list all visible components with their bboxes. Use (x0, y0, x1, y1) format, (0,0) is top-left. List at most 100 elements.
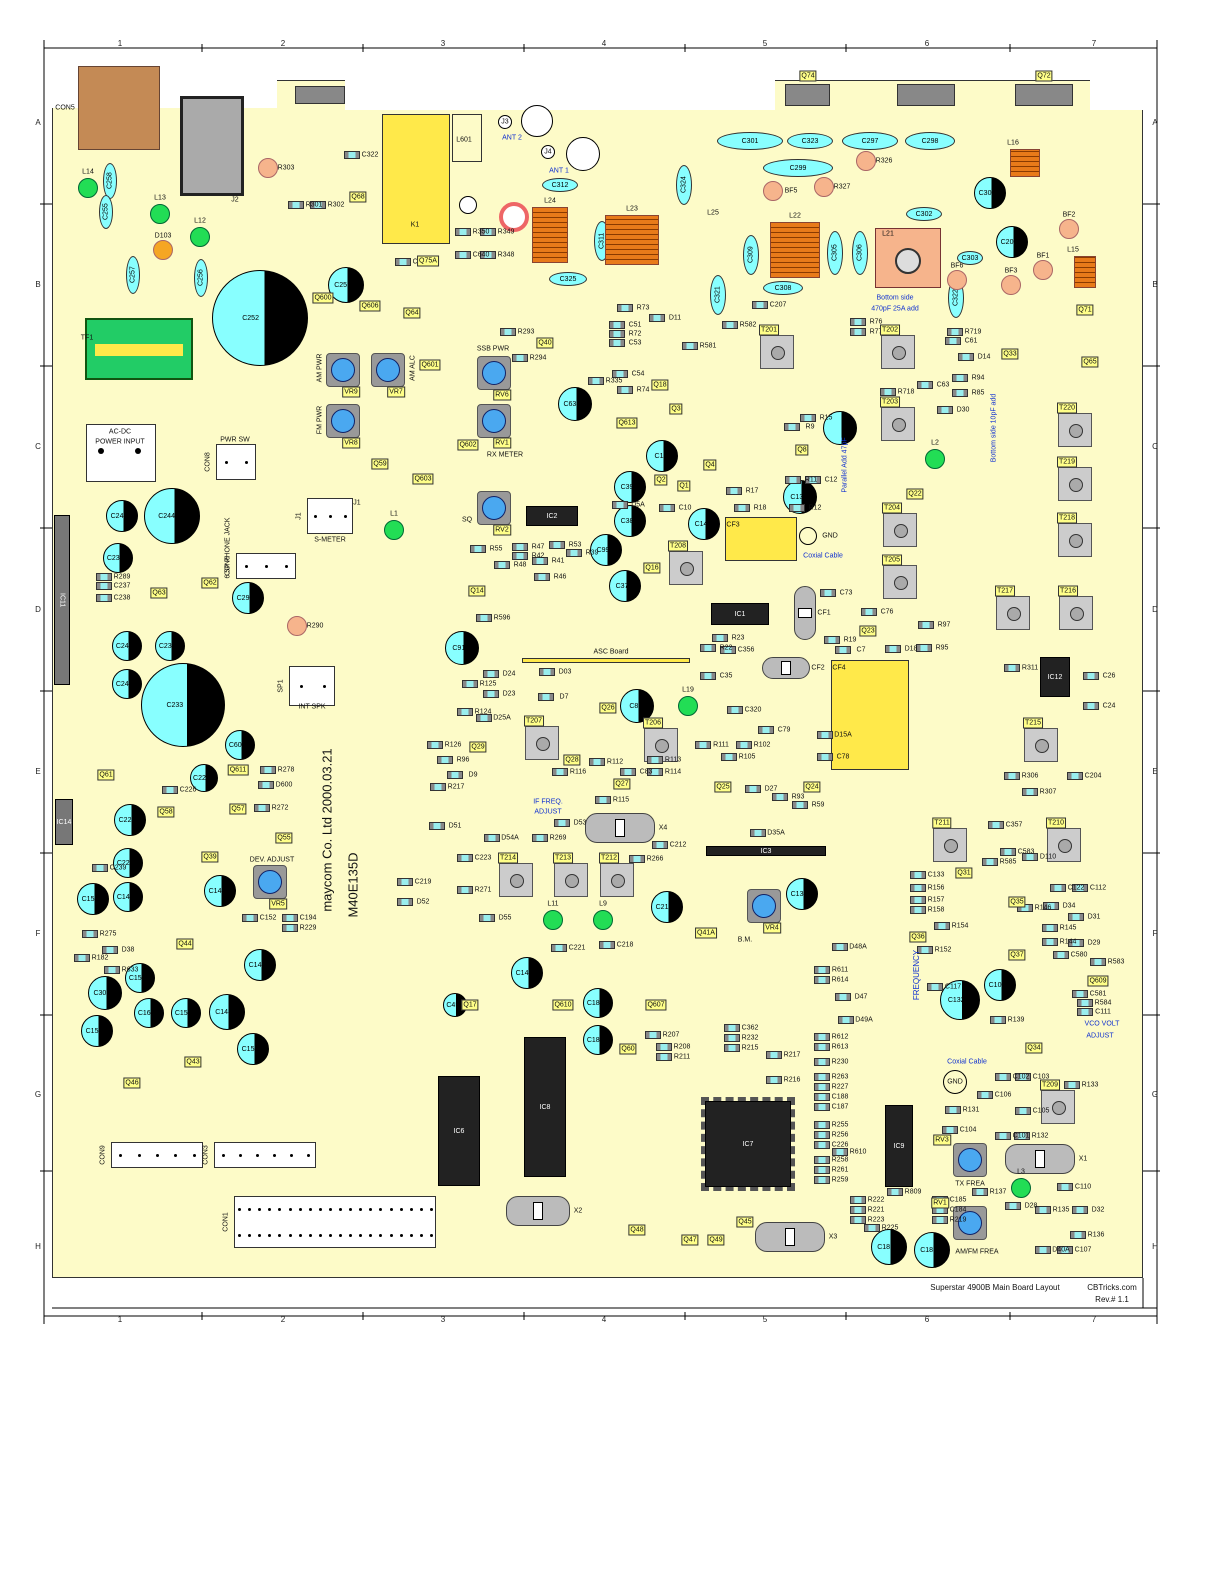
component-label: BF3 (1004, 267, 1018, 275)
transformer-slug[interactable] (892, 418, 906, 432)
component-label: C24 (1102, 702, 1116, 710)
component-label: R11 (804, 476, 818, 484)
electrolytic-capacitor: C216 (651, 891, 683, 923)
capacitor-label: C156 (81, 895, 99, 903)
connector-pin (379, 1234, 383, 1237)
connector-pin (285, 565, 288, 568)
component-label: BF2 (1062, 211, 1076, 219)
component-label: R271 (474, 886, 492, 894)
transformer-slug[interactable] (892, 346, 906, 360)
connector-pin (399, 1208, 403, 1211)
transformer-slug[interactable] (894, 524, 908, 538)
component-label: D27 (764, 785, 778, 793)
trimmer-knob[interactable] (376, 358, 400, 382)
transformer-slug[interactable] (565, 874, 579, 888)
component-label: C239 (109, 864, 127, 872)
connector-pin (299, 685, 303, 688)
transformer-tag: T201 (759, 324, 779, 336)
vertical-annotation-text: 6.5P PHONE JACK (224, 517, 232, 579)
component-label: L19 (682, 686, 694, 694)
trimmer-knob[interactable] (482, 496, 506, 520)
component-label: C78 (836, 753, 850, 761)
if-transformer (1058, 523, 1092, 557)
electrolytic-capacitor: C91 (445, 631, 479, 665)
component-label: D51 (448, 822, 462, 830)
transformer-tag: T215 (1023, 717, 1043, 729)
bead (856, 151, 876, 171)
capacitor-label: C189 (586, 1036, 604, 1044)
capacitor-label: C45 (446, 1001, 460, 1009)
capacitor-label: C155 (128, 974, 146, 982)
smd-part (766, 1051, 782, 1059)
smd-part (917, 381, 933, 389)
component-label: R289 (113, 573, 131, 581)
component-label: L9 (599, 900, 607, 908)
smd-part (1068, 913, 1084, 921)
transformer-slug[interactable] (771, 346, 785, 360)
tuning-slug[interactable] (895, 248, 921, 274)
transformer-slug[interactable] (1069, 478, 1083, 492)
transformer-slug[interactable] (1069, 424, 1083, 438)
transformer-tag: T207 (524, 715, 544, 727)
transformer-slug[interactable] (894, 576, 908, 590)
annotation-text: CON5 (55, 104, 75, 112)
smd-part (927, 983, 943, 991)
transformer-slug[interactable] (1052, 1101, 1066, 1115)
smd-part (758, 726, 774, 734)
connector-pin (268, 1208, 272, 1211)
annotation-text: B.M. (737, 936, 753, 944)
trimmer-knob[interactable] (482, 409, 506, 433)
transformer-slug[interactable] (1058, 839, 1072, 853)
trimmer-knob[interactable] (258, 870, 282, 894)
smd-part (814, 1043, 830, 1051)
transformer-slug[interactable] (1069, 534, 1083, 548)
trimmer-knob[interactable] (482, 361, 506, 385)
component-label: R211 (673, 1053, 691, 1061)
component-label: D38 (121, 946, 135, 954)
component-label: C12 (824, 476, 838, 484)
annotation-text: J3 (501, 118, 509, 126)
transistor-tag: Q600 (312, 292, 334, 304)
transformer-slug[interactable] (680, 562, 694, 576)
component-label: R111 (713, 741, 729, 749)
component-label: C184 (949, 1206, 967, 1214)
smd-part (595, 796, 611, 804)
smd-part (784, 423, 800, 431)
annotation-text: TF1 (80, 334, 94, 342)
component-label: R290 (306, 622, 324, 630)
transformer-slug[interactable] (611, 874, 625, 888)
trimmer-knob[interactable] (752, 894, 776, 918)
smd-part (617, 304, 633, 312)
trimmer-knob[interactable] (958, 1211, 982, 1235)
transformer-slug[interactable] (655, 739, 669, 753)
component-label: CON3 (202, 1145, 210, 1165)
transformer-slug[interactable] (1007, 607, 1021, 621)
component-label: R230 (831, 1058, 849, 1066)
electrolytic-capacitor: C246 (106, 500, 138, 532)
transformer-slug[interactable] (536, 737, 550, 751)
smd-part (500, 328, 516, 336)
transformer-slug[interactable] (1070, 607, 1084, 621)
trimmer-knob[interactable] (331, 409, 355, 433)
component-label: C583 (1017, 848, 1035, 856)
component-label: C76 (880, 608, 894, 616)
crystal (794, 586, 816, 640)
if-transformer (996, 596, 1030, 630)
transformer-slug[interactable] (1035, 739, 1049, 753)
component-label: R139 (1007, 1016, 1025, 1024)
connector-pin (359, 1234, 363, 1237)
electrolytic-capacitor: C38 (614, 505, 646, 537)
component-label: R311 (1021, 664, 1039, 672)
transformer-slug[interactable] (944, 839, 958, 853)
electrolytic-capacitor: C156 (77, 883, 109, 915)
electrolytic-capacitor: C153 (237, 1033, 269, 1065)
trimmer-knob[interactable] (958, 1148, 982, 1172)
electrolytic-capacitor: C244 (144, 488, 200, 544)
transformer-slug[interactable] (510, 874, 524, 888)
connector-pin (419, 1234, 423, 1237)
smd-part (727, 706, 743, 714)
vertical-annotation-text: AM ALC (409, 355, 417, 381)
trimmer-knob[interactable] (331, 358, 355, 382)
transistor-tag: Q609 (1087, 975, 1109, 987)
power-switch-j2 (180, 96, 244, 196)
